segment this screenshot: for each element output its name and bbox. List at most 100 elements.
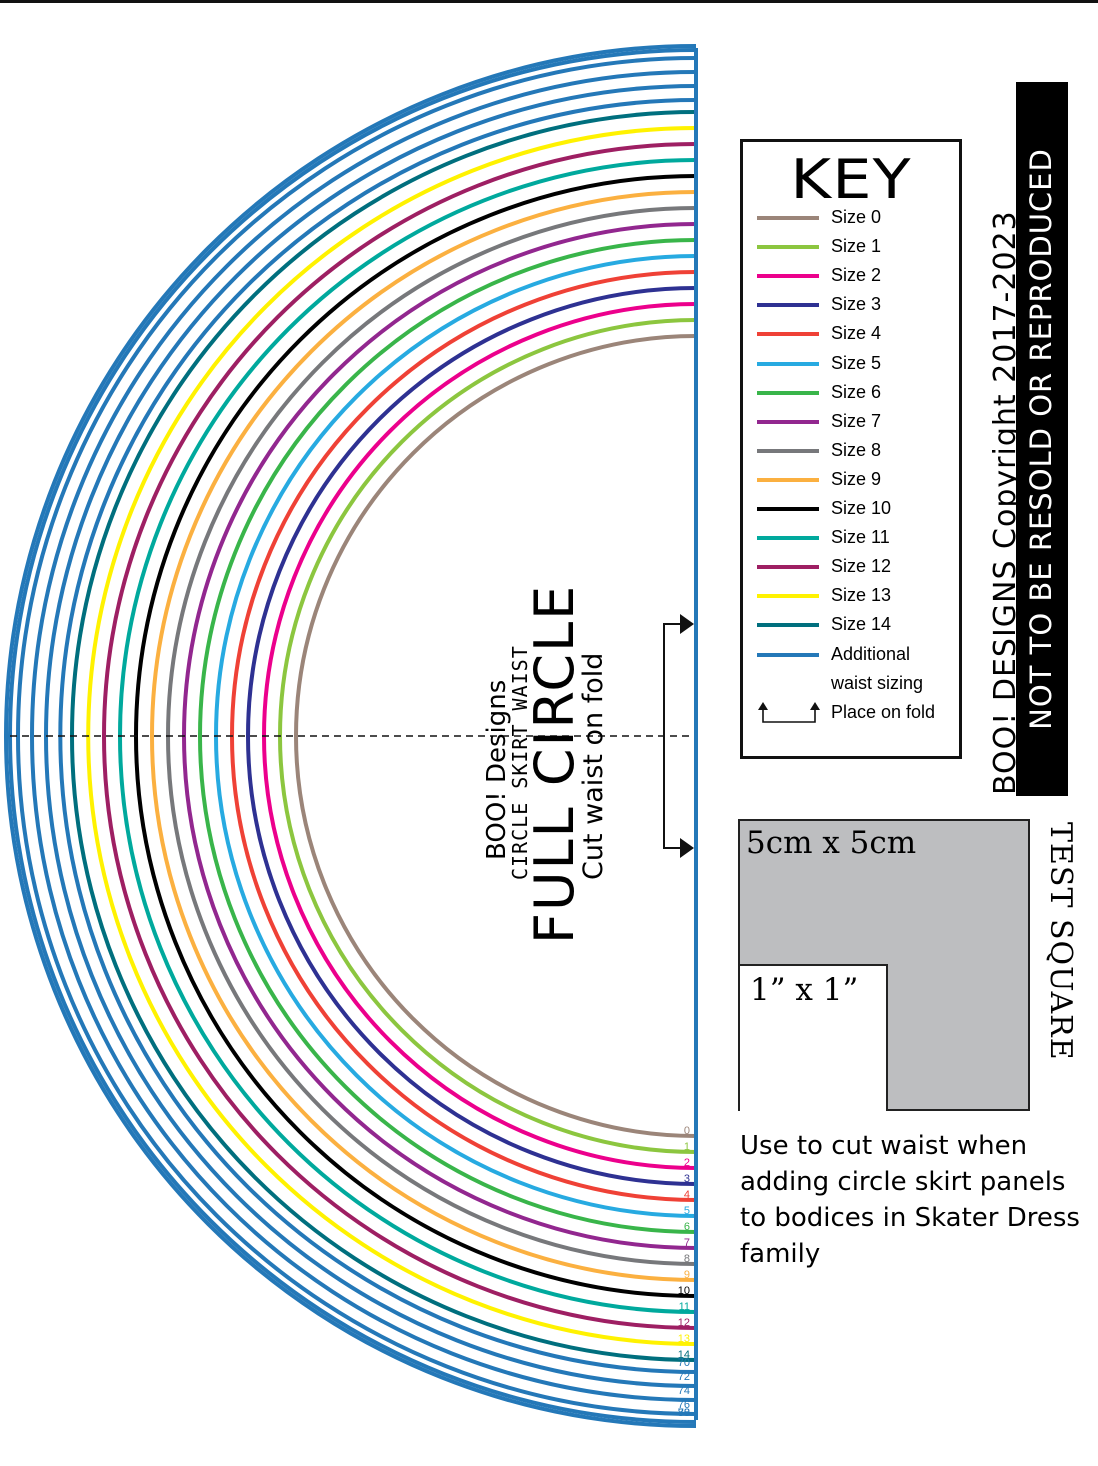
size-tag: 12	[678, 1317, 690, 1329]
size-arc	[16, 56, 697, 1416]
key-row: Size 12	[757, 553, 957, 582]
key-label: Size 14	[831, 614, 892, 635]
key-label: Size 9	[831, 468, 882, 489]
key-swatch	[757, 332, 819, 337]
key-swatch	[757, 390, 819, 395]
size-tag: 5	[684, 1205, 690, 1217]
usage-note-line: to bodices in Skater Dress	[740, 1203, 1080, 1233]
size-tag: 11	[679, 1301, 690, 1313]
size-tag: 78	[678, 1407, 690, 1419]
fold-arrow-head-bottom	[680, 838, 694, 858]
key-swatch	[757, 448, 819, 453]
key-swatch	[757, 652, 819, 657]
cut-instruction: Cut waist on fold	[578, 652, 609, 880]
size-arc	[294, 334, 697, 1138]
size-arc	[182, 222, 697, 1250]
key-title: KEY	[790, 148, 912, 211]
key-swatch	[757, 245, 819, 250]
inch-square-label: 1” x 1”	[750, 972, 859, 1008]
size-tag: 4	[684, 1189, 690, 1201]
size-tag: 1	[684, 1141, 690, 1153]
key-row: Size 1	[757, 233, 957, 262]
notice-band	[1016, 82, 1068, 796]
key-label: Size 11	[831, 527, 890, 548]
key-label: Size 5	[831, 352, 882, 373]
key-swatch	[757, 419, 819, 424]
fold-label: Place on fold	[831, 702, 936, 722]
key-label: Size 0	[831, 207, 882, 227]
key-row: Size 0	[757, 204, 957, 233]
resale-notice: NOT TO BE RESOLD OR REPRODUCED	[1024, 148, 1058, 730]
size-arc	[198, 238, 697, 1234]
key-label: Additional	[831, 643, 911, 664]
size-tag: 13	[678, 1333, 690, 1345]
key-row: Size 4	[757, 320, 957, 349]
usage-note: Use to cut waist when adding circle skir…	[740, 1128, 1080, 1272]
usage-note-line: Use to cut waist when	[740, 1131, 1028, 1161]
size-tag: 2	[684, 1157, 690, 1169]
key-swatch	[757, 507, 819, 511]
size-arc	[4, 44, 697, 1428]
size-tag: 7	[684, 1237, 690, 1249]
key-row: Size 8	[757, 437, 957, 466]
test-square: 5cm x 5cm 1” x 1”	[738, 819, 1030, 1111]
key-row: Size 6	[757, 379, 957, 408]
key-row: Size 3	[757, 291, 957, 320]
usage-note-line: family	[740, 1239, 821, 1269]
key-row: Size 11	[757, 524, 957, 553]
key-label: Size 1	[831, 236, 882, 257]
top-border	[0, 0, 1098, 3]
key-label: Size 6	[831, 381, 882, 402]
size-arc	[30, 70, 697, 1402]
size-tag: 8	[684, 1253, 690, 1265]
metric-square-label: 5cm x 5cm	[746, 825, 917, 861]
inch-square: 1” x 1”	[740, 964, 888, 1111]
key-swatch	[757, 361, 819, 366]
key-row: Size 9	[757, 466, 957, 495]
key-row: waist sizing	[757, 670, 957, 699]
size-tag: 3	[684, 1173, 690, 1185]
key-label: Size 10	[831, 498, 892, 518]
key-label: Size 3	[831, 294, 882, 315]
key-label: Size 4	[831, 323, 882, 344]
test-square-title: TEST SQUARE	[1043, 822, 1078, 1061]
key-swatch	[757, 477, 819, 482]
key-swatch	[757, 274, 819, 279]
size-tag: 10	[678, 1285, 690, 1297]
key-label: Size 12	[831, 556, 892, 577]
key-label: Size 2	[831, 265, 882, 286]
key-legend: KEY Size 0 Size 1 Size 2 Size 3 Size 4 Size 5…	[740, 139, 962, 759]
size-tag: 72	[678, 1371, 690, 1383]
size-tag: 76	[678, 1399, 690, 1411]
size-arc	[246, 286, 697, 1186]
key-row: Size 7	[757, 408, 957, 437]
key-row: Size 10	[757, 495, 957, 524]
size-tag: 9	[684, 1269, 690, 1281]
fold-arrow-head-top	[680, 614, 694, 634]
key-label: waist sizing	[831, 672, 924, 693]
place-on-fold-arrow	[663, 623, 680, 849]
key-row: Size 13	[757, 582, 957, 611]
size-tag: 70	[678, 1357, 690, 1369]
key-swatch	[757, 623, 819, 628]
key-label: Size 13	[831, 585, 892, 606]
usage-note-line: adding circle skirt panels	[740, 1167, 1066, 1197]
size-tag: 6	[684, 1221, 690, 1233]
size-tag: 0	[684, 1125, 690, 1137]
key-label: Size 8	[831, 439, 882, 460]
size-tag: 14	[678, 1349, 690, 1361]
pattern-title: FULL CIRCLE	[523, 583, 586, 944]
key-swatch	[757, 216, 819, 220]
size-tag: 80	[678, 1407, 690, 1419]
key-swatch	[757, 536, 819, 541]
size-tag: 74	[678, 1385, 690, 1397]
key-row: Additional	[757, 641, 957, 670]
key-swatch	[757, 303, 819, 308]
key-fold-entry: Place on fold	[757, 700, 957, 730]
key-row: Size 14	[757, 611, 957, 640]
size-arc	[102, 142, 697, 1330]
copyright-text: BOO! DESIGNS Copyright 2017-2023	[988, 210, 1023, 795]
key-row: Size 2	[757, 262, 957, 291]
